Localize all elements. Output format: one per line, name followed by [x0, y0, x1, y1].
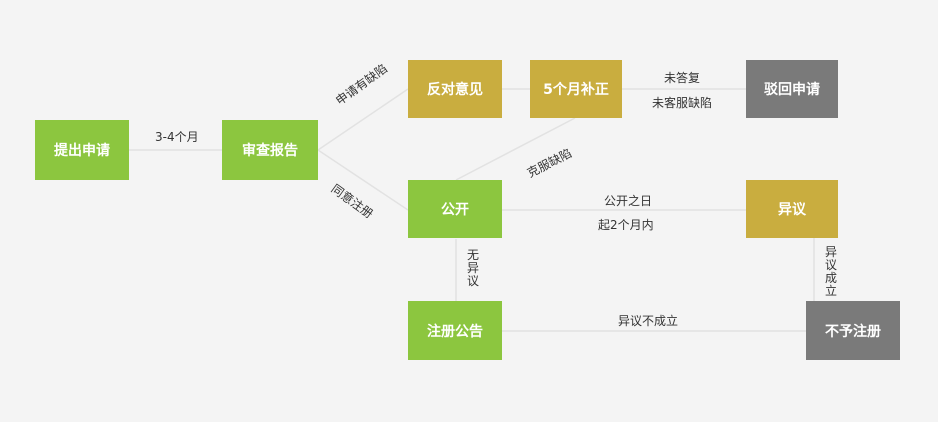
node-correction: 5个月补正 — [530, 60, 622, 118]
label-objection-valid: 异议成立 — [824, 245, 837, 298]
node-publish: 公开 — [408, 180, 502, 238]
label-3-4-months: 3-4个月 — [155, 130, 199, 144]
label-objection-invalid: 异议不成立 — [618, 314, 679, 328]
node-no-reg: 不予注册 — [806, 301, 900, 360]
link-correction-publish — [455, 117, 576, 181]
node-reject: 驳回申请 — [746, 60, 838, 118]
node-exam-report: 审查报告 — [222, 120, 318, 180]
label-not-overcome: 未客服缺陷 — [652, 96, 713, 110]
link-exam-publish — [317, 149, 409, 211]
label-publish-date: 公开之日 — [604, 194, 653, 208]
node-objection: 异议 — [746, 180, 838, 238]
node-reg-notice: 注册公告 — [408, 301, 502, 360]
link-exam-opposition — [317, 88, 409, 151]
label-no-objection: 无异议 — [466, 248, 479, 288]
node-submit: 提出申请 — [35, 120, 129, 180]
node-opposition: 反对意见 — [408, 60, 502, 118]
label-within-2m: 起2个月内 — [598, 218, 654, 232]
label-not-answered: 未答复 — [664, 71, 701, 85]
